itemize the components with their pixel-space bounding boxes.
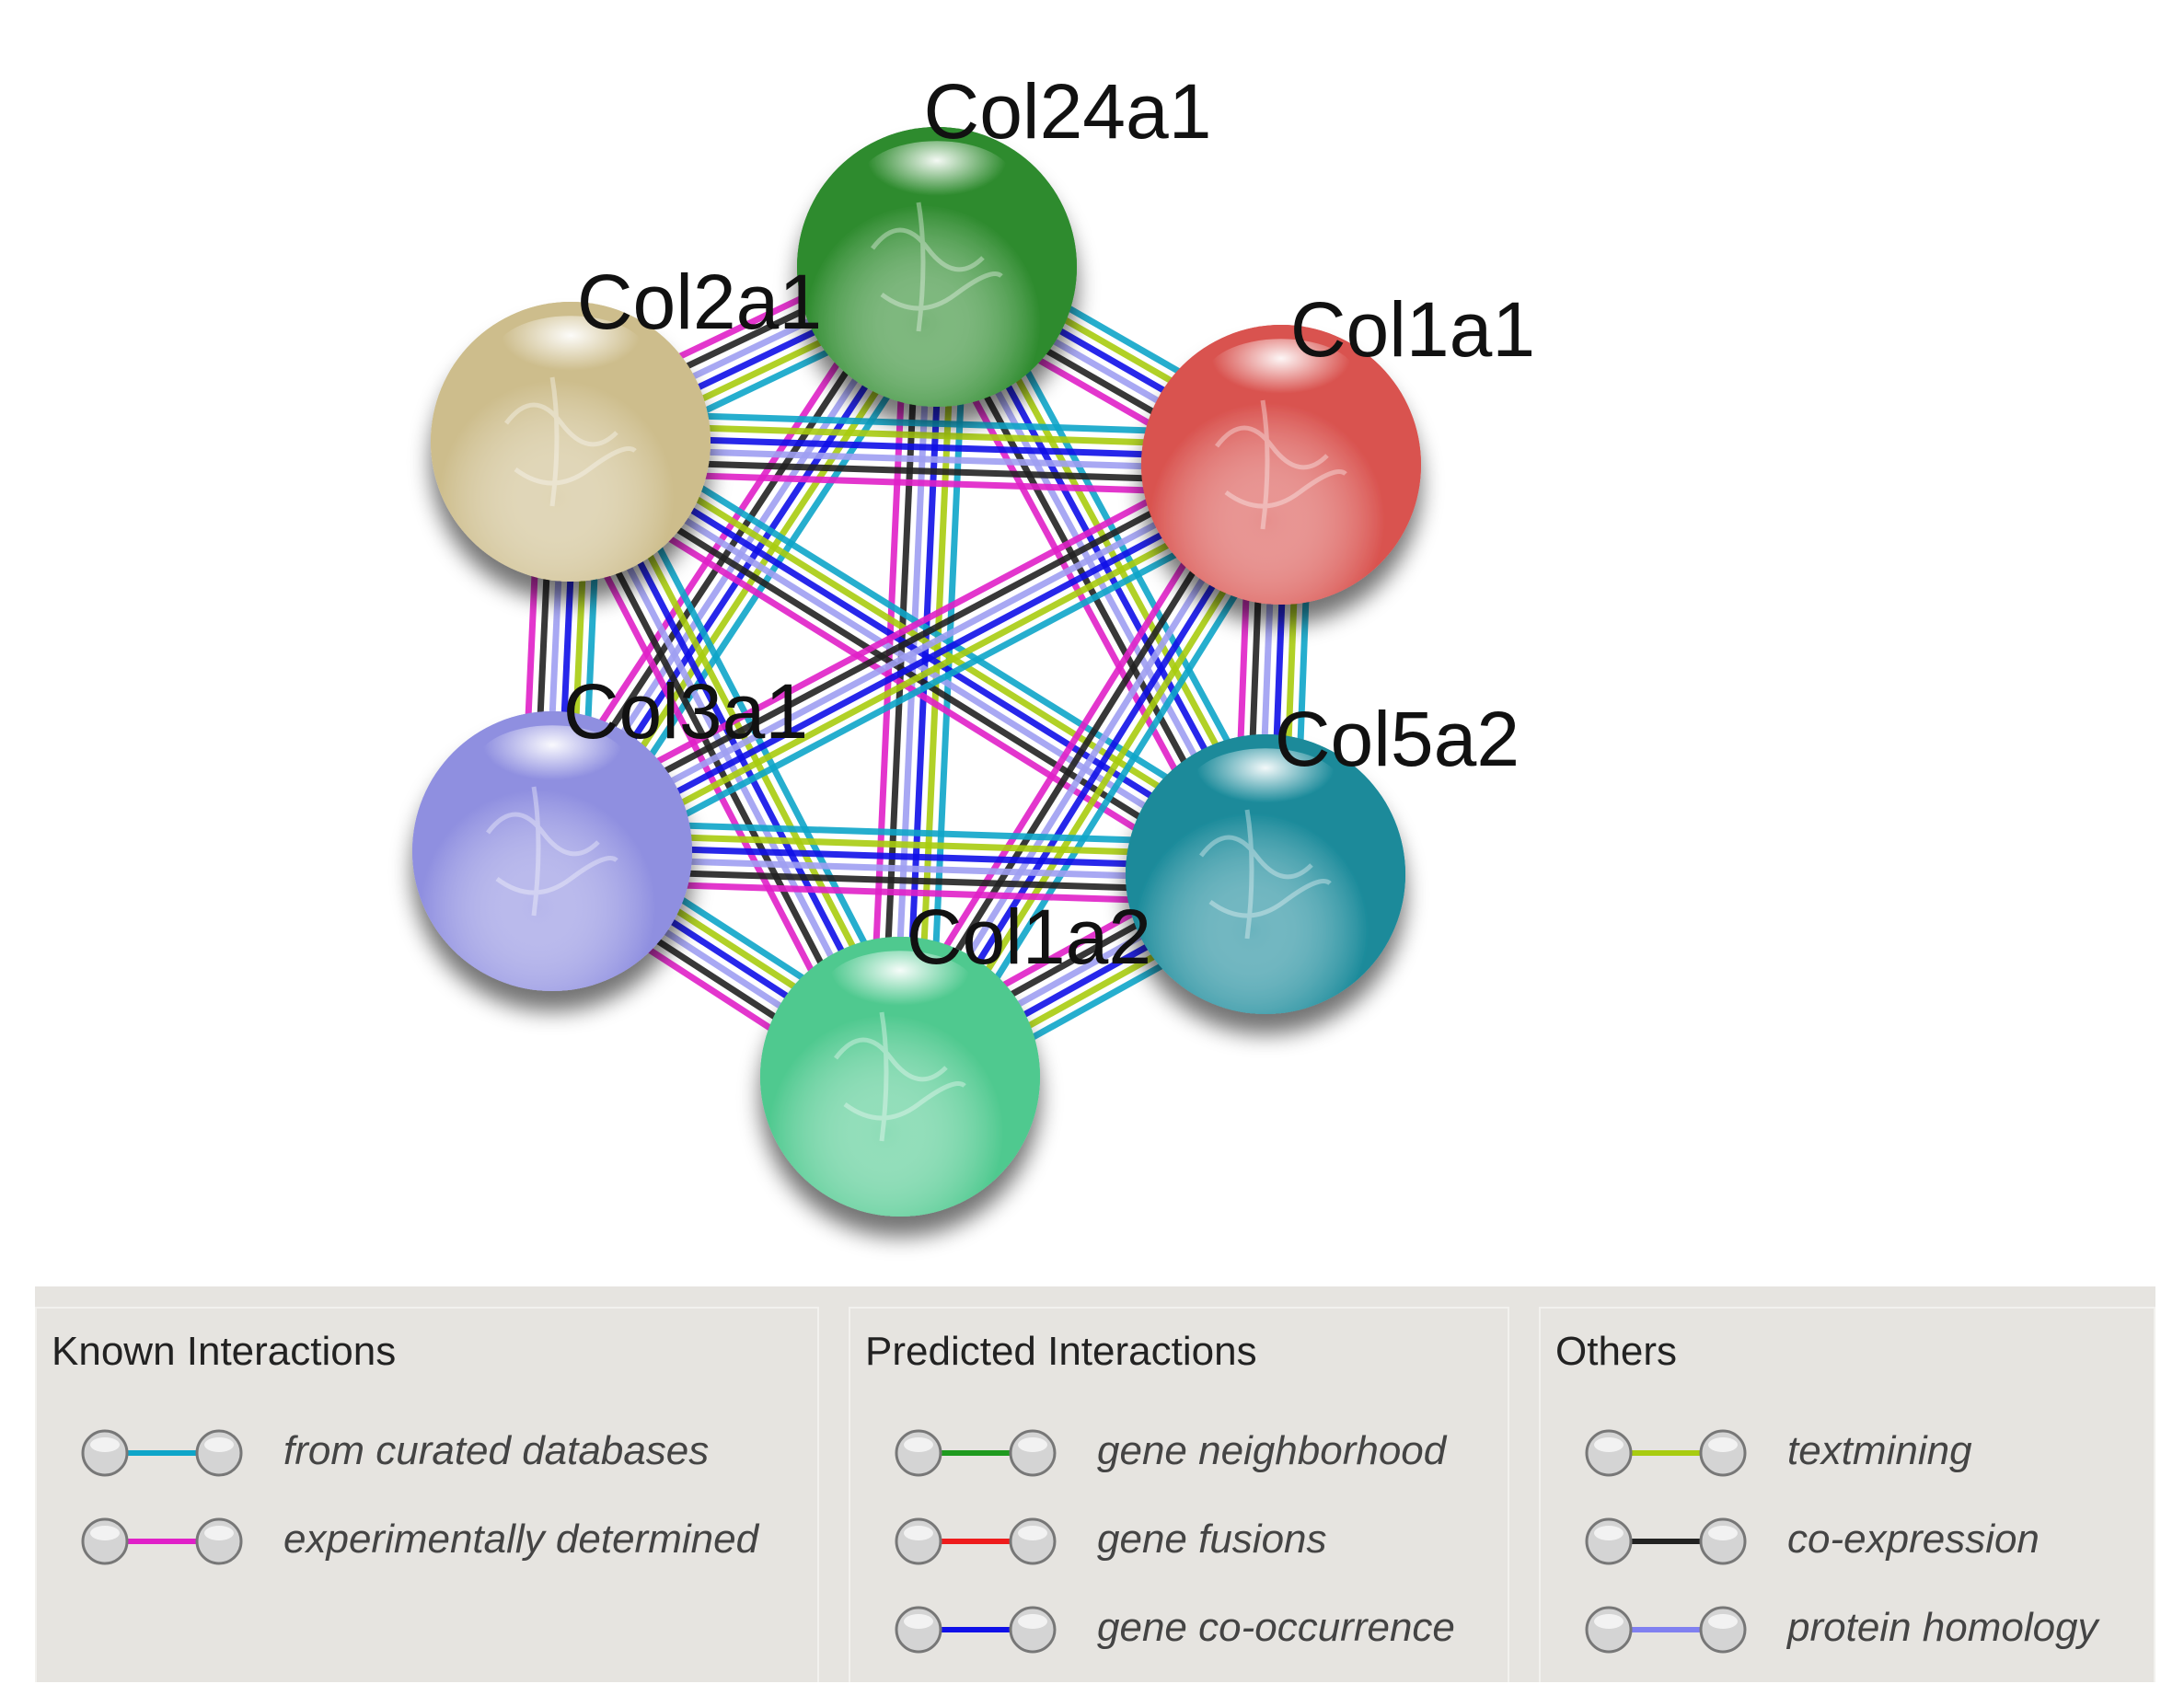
node-col24a1[interactable]: [797, 127, 1077, 407]
legend-label: from curated databases: [283, 1428, 710, 1473]
node-col2a1[interactable]: [431, 302, 711, 582]
edge-swatch-icon: [1585, 1429, 1747, 1477]
legend-label: co-expression: [1787, 1517, 2040, 1562]
protein-nodes: [412, 127, 1421, 1217]
node-col3a1[interactable]: [412, 711, 692, 991]
legend-item-gene-co-occurrence: gene co-occurrence: [893, 1597, 1666, 1662]
label-col1a1: Col1a1: [1290, 286, 1535, 373]
legend-item-protein-homology: protein homology: [1583, 1597, 2184, 1662]
edge-col1a1-col3a1: [537, 435, 1269, 828]
legend-label: textmining: [1787, 1428, 1972, 1473]
label-col1a2: Col1a2: [907, 894, 1151, 980]
legend: Known Interactions from curated database…: [35, 1286, 2155, 1682]
node-col5a2[interactable]: [1126, 734, 1405, 1014]
legend-item-experimental: experimentally determined: [79, 1509, 852, 1574]
edge-col1a1-col3a1: [564, 488, 1297, 881]
edge-swatch-icon: [1585, 1606, 1747, 1654]
legend-item-curated: from curated databases: [79, 1421, 852, 1485]
node-col1a1[interactable]: [1141, 325, 1421, 605]
legend-item-gene-fusions: gene fusions: [893, 1509, 1666, 1574]
legend-title-others: Others: [1555, 1329, 1678, 1374]
legend-panel-others: Others textmining co-expression protein …: [1539, 1307, 2155, 1682]
edge-swatch-icon: [895, 1517, 1057, 1565]
label-col2a1: Col2a1: [577, 259, 822, 345]
edge-swatch-icon: [1585, 1517, 1747, 1565]
legend-title-known: Known Interactions: [52, 1329, 397, 1374]
legend-label: gene fusions: [1097, 1517, 1327, 1562]
legend-item-co-expression: co-expression: [1583, 1509, 2184, 1574]
legend-label: gene neighborhood: [1097, 1428, 1447, 1473]
label-col5a2: Col5a2: [1275, 696, 1520, 782]
legend-item-textmining: textmining: [1583, 1421, 2184, 1485]
legend-label: gene co-occurrence: [1097, 1605, 1455, 1650]
edge-swatch-icon: [81, 1429, 243, 1477]
edge-swatch-icon: [895, 1429, 1057, 1477]
edge-swatch-icon: [895, 1606, 1057, 1654]
edge-swatch-icon: [81, 1517, 243, 1565]
legend-panel-known: Known Interactions from curated database…: [35, 1307, 819, 1682]
legend-item-gene-neighborhood: gene neighborhood: [893, 1421, 1666, 1485]
node-col1a2[interactable]: [760, 937, 1040, 1217]
legend-label: experimentally determined: [283, 1517, 759, 1562]
label-col3a1: Col3a1: [563, 668, 808, 755]
legend-panel-predicted: Predicted Interactions gene neighborhood…: [849, 1307, 1509, 1682]
legend-label: protein homology: [1787, 1605, 2098, 1650]
legend-title-predicted: Predicted Interactions: [865, 1329, 1257, 1374]
label-col24a1: Col24a1: [924, 68, 1212, 155]
